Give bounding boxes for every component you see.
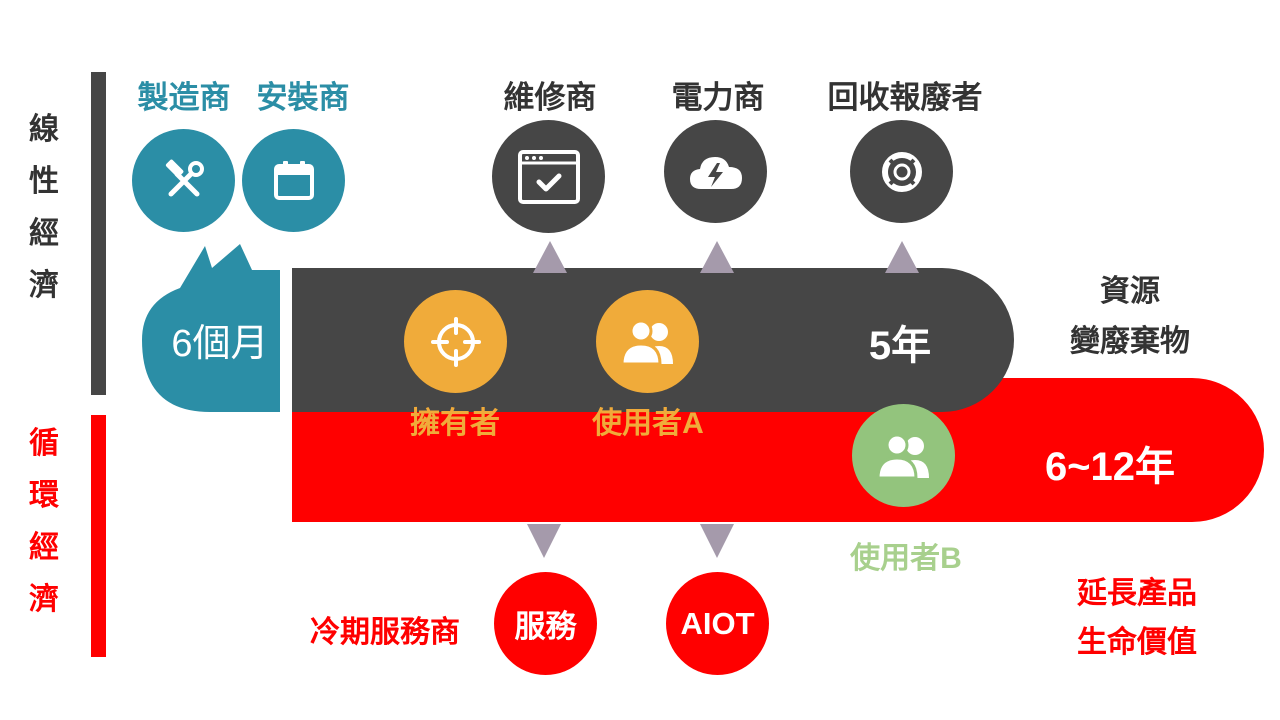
cold-service-provider-label: 冷期服務商	[310, 616, 460, 649]
circular-result-line2: 生命價值	[1077, 626, 1197, 659]
linear-result-line2: 變廢棄物	[1070, 325, 1190, 358]
linear-duration: 5年	[868, 324, 932, 368]
aiot-circle: AIOT	[666, 572, 769, 675]
up-arrow-recycler	[885, 241, 919, 273]
power-label: 電力商	[671, 80, 765, 115]
tools-icon	[165, 159, 204, 196]
users-icon	[619, 319, 673, 365]
installer-label: 安裝商	[256, 80, 350, 115]
cloud-lightning-icon	[689, 156, 742, 189]
manufacturer-circle	[132, 129, 235, 232]
circular-duration: 6~12年	[1044, 445, 1176, 489]
repairer-circle	[492, 120, 605, 233]
down-arrow-service	[527, 524, 561, 558]
user-a-label: 使用者A	[592, 407, 704, 440]
circular-result-line1: 延長產品	[1077, 577, 1197, 610]
up-arrow-power	[700, 241, 734, 273]
user-a-circle	[596, 290, 699, 393]
power-circle	[664, 120, 767, 223]
service-circle: 服務	[494, 572, 597, 675]
start-period-bubble	[142, 244, 280, 412]
linear-result-line1: 資源	[1100, 275, 1160, 308]
users-icon	[875, 433, 929, 479]
installer-circle	[242, 129, 345, 232]
manufacturer-label: 製造商	[137, 80, 231, 115]
aiot-text: AIOT	[680, 605, 755, 641]
linear-economy-label: 線 性 經 濟	[29, 113, 59, 302]
user-b-label: 使用者B	[850, 542, 962, 575]
linear-economy-bar	[91, 72, 106, 395]
user-b-circle	[852, 404, 955, 507]
repairer-label: 維修商	[503, 80, 597, 115]
service-text: 服務	[514, 609, 577, 644]
circular-economy-bar	[91, 415, 106, 657]
target-icon	[430, 316, 481, 367]
owner-circle	[404, 290, 507, 393]
lifebuoy-icon	[881, 151, 922, 192]
recycler-circle	[850, 120, 953, 223]
calendar-icon	[273, 160, 314, 200]
browser-check-icon	[517, 149, 580, 204]
owner-label: 擁有者	[410, 407, 500, 440]
circular-economy-label: 循 環 經 濟	[29, 427, 59, 616]
start-duration: 6個月	[171, 323, 269, 365]
recycler-label: 回收報廢者	[827, 80, 983, 115]
down-arrow-aiot	[700, 524, 734, 558]
up-arrow-repairer	[533, 241, 567, 273]
